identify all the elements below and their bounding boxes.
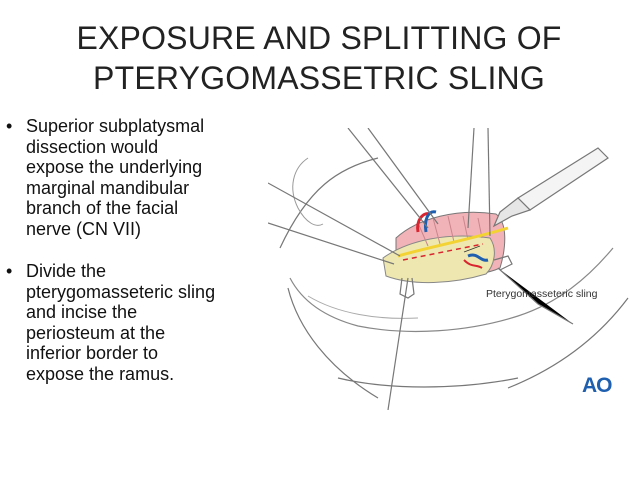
- scalpel-blade: [492, 197, 532, 228]
- facial-nerve-branch: [397, 226, 509, 258]
- bullet-line: marginal mandibular: [26, 177, 190, 198]
- bullet-line: Divide the: [26, 261, 107, 281]
- ear-outline: [292, 157, 324, 226]
- bullet-line: and incise the: [26, 302, 138, 322]
- bullet-line: periosteum at the: [26, 322, 166, 343]
- bullet-marker: •: [6, 261, 13, 281]
- label-pointer-line: [463, 245, 481, 253]
- bullet-line: pterygomasseteric sling: [26, 281, 216, 302]
- mandible-outline: [289, 247, 614, 333]
- bullet-item: • Divide the pterygomasseteric sling and…: [4, 261, 266, 384]
- vein-vessel-right: [467, 253, 489, 262]
- bullet-marker: •: [6, 116, 13, 136]
- slide-title: EXPOSURE AND SPLITTING OF PTERYGOMASSETR…: [0, 18, 638, 98]
- title-line-2: PTERYGOMASSETRIC SLING: [93, 60, 545, 96]
- retractor-wire-2: [367, 128, 439, 225]
- bullet-line: expose the ramus.: [26, 363, 175, 384]
- vein-vessel: [424, 210, 437, 233]
- muscle-fibers: [417, 215, 483, 247]
- bullet-line: inferior border to: [26, 343, 159, 363]
- bullet-line: Superior subplatysmal: [26, 116, 205, 136]
- bullet-list: • Superior subplatysmal dissection would…: [4, 116, 266, 406]
- title-line-1: EXPOSURE AND SPLITTING OF: [76, 20, 562, 56]
- jaw-inner-outline: [307, 295, 419, 319]
- retractor-hook-bottom: [399, 277, 415, 299]
- bullet-line: expose the underlying: [26, 157, 203, 177]
- ao-logo: AO: [582, 374, 612, 397]
- bullet-line: nerve (CN VII): [26, 218, 142, 239]
- retractor-wire-7: [487, 128, 491, 237]
- neck-skin-outline: [279, 157, 629, 399]
- retractor-wire-6: [497, 267, 574, 325]
- scalpel-handle: [517, 147, 609, 211]
- dashed-incision-line: [402, 243, 484, 261]
- figure-label: Pterygomasseteric sling: [486, 288, 598, 300]
- bullet-line: dissection would: [26, 136, 159, 157]
- retractor-wire-1: [347, 128, 429, 229]
- artery-vessel-right: [463, 259, 483, 269]
- retractor-wire-5: [387, 277, 409, 410]
- retractor-wire-8: [467, 128, 475, 229]
- retractor-hook-right: [493, 255, 513, 271]
- retractor-wire-4: [268, 222, 395, 265]
- surgical-illustration: [268, 128, 629, 410]
- retractor-wire-3: [268, 182, 401, 257]
- bullet-line: branch of the facial: [26, 198, 179, 218]
- bullet-item: • Superior subplatysmal dissection would…: [4, 116, 266, 239]
